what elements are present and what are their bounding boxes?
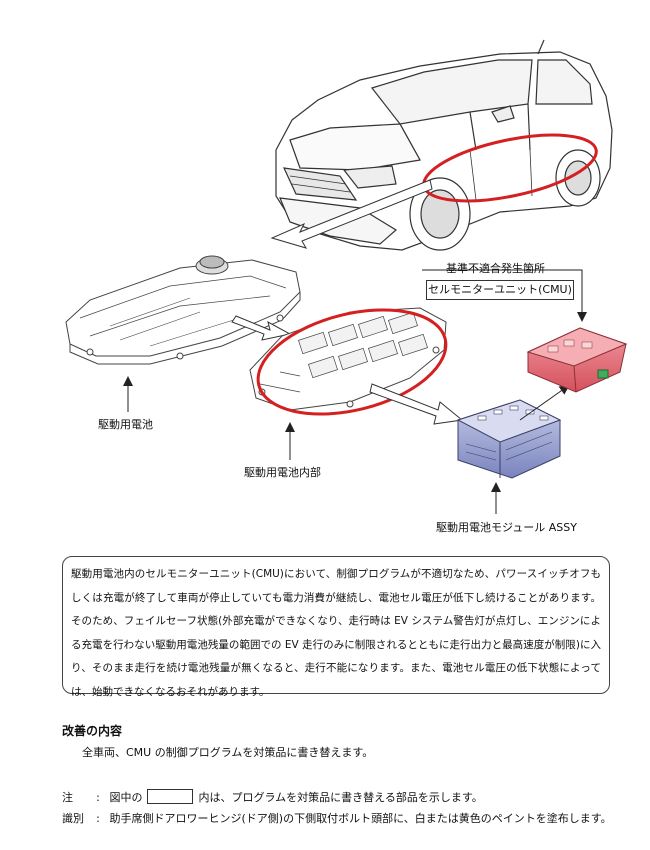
identification-text: 助手席側ドアロワーヒンジ(ドア側)の下側取付ボルト頭部に、白または黄色のペイント…	[109, 812, 612, 825]
leader-cmu	[422, 269, 587, 322]
arrow-module-to-cmu	[519, 384, 570, 421]
cmu-label-box: セルモニターユニット(CMU)	[426, 280, 574, 300]
battery-module-drawing	[456, 399, 562, 479]
improvement-heading: 改善の内容	[62, 724, 123, 738]
defect-description: 駆動用電池内のセルモニターユニット(CMU)において、制御プログラムが不適切なた…	[62, 556, 610, 698]
note-inline-box	[146, 789, 193, 804]
arrow-inside-to-module	[369, 383, 464, 425]
recall-diagram: 基準不適合発生箇所 セルモニターユニット(CMU) 駆動用電池 駆動用電池内部 …	[65, 39, 628, 534]
battery-pack-drawing	[65, 255, 301, 365]
identification-colon: :	[96, 812, 100, 825]
note-before: 図中の	[109, 791, 143, 804]
note-after: 内は、プログラムを対策品に書き替える部品を示します。	[198, 791, 483, 804]
battery-inside-label: 駆動用電池内部	[244, 466, 321, 479]
diagram-illustration	[65, 39, 628, 514]
battery-module-label: 駆動用電池モジュール ASSY	[436, 521, 577, 534]
identification-key: 識別	[62, 812, 84, 825]
identification-row: 識別: 助手席側ドアロワーヒンジ(ドア側)の下側取付ボルト頭部に、白または黄色の…	[62, 810, 612, 826]
cmu-board-drawing	[526, 327, 628, 393]
vehicle-drawing	[275, 39, 613, 251]
highlight-battery-inside	[256, 308, 448, 416]
nonconforming-location-label: 基準不適合発生箇所	[446, 262, 545, 275]
note-key: 注	[62, 791, 73, 804]
improvement-text: 全車両、CMU の制御プログラムを対策品に書き替えます。	[82, 746, 374, 759]
note-row: 注: 図中の 内は、プログラムを対策品に書き替える部品を示します。	[62, 789, 483, 805]
note-colon: :	[96, 791, 100, 804]
arrow-vehicle-to-battery	[270, 179, 433, 249]
battery-inside-drawing	[249, 307, 447, 411]
battery-label: 駆動用電池	[98, 418, 153, 431]
arrow-battery-to-inside	[231, 315, 292, 341]
